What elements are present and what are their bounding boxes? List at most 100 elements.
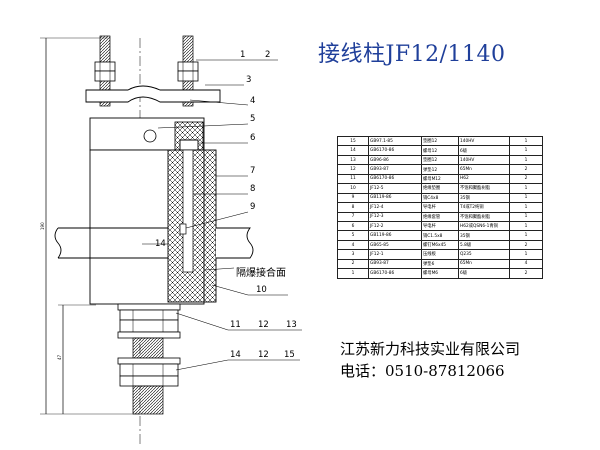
- table-cell: JF12-5: [368, 183, 422, 194]
- callout-13: 13: [286, 320, 297, 330]
- table-cell: GB6170-86: [368, 145, 422, 156]
- table-cell: 1: [509, 249, 543, 260]
- table-cell: 5: [337, 230, 369, 241]
- lower-length-label: 47: [57, 354, 62, 360]
- table-cell: 1: [509, 135, 543, 147]
- company-name: 江苏新力科技实业有限公司: [340, 340, 521, 358]
- table-cell: 2: [509, 173, 543, 185]
- callout-10: 10: [256, 285, 267, 295]
- callout-15: 15: [284, 350, 295, 360]
- table-cell: 14: [337, 145, 369, 156]
- table-cell: 不饱和聚酯树脂: [458, 211, 510, 222]
- table-cell: JF12-2: [368, 220, 422, 232]
- table-cell: 螺钉M6x45: [421, 239, 459, 251]
- table-cell: 垫圈12: [421, 154, 459, 166]
- table-cell: 1: [509, 154, 543, 166]
- callout-9: 9: [250, 202, 255, 212]
- table-cell: 35钢: [458, 230, 510, 241]
- table-cell: 4: [509, 258, 543, 270]
- table-cell: GB119-86: [368, 230, 422, 241]
- table-cell: 11: [337, 173, 369, 185]
- table-cell: 6级: [458, 145, 510, 156]
- flame-gap-dimension: 14: [142, 239, 168, 249]
- table-cell: 1: [509, 145, 543, 156]
- callout-4: 4: [250, 96, 255, 106]
- lower-length-dimension: 47: [57, 304, 96, 414]
- table-cell: GB6170-86: [368, 173, 422, 185]
- enclosure-wall: [54, 227, 254, 259]
- table-cell: GB96-86: [368, 154, 422, 166]
- table-cell: 10: [337, 183, 369, 194]
- table-cell: 2: [509, 239, 543, 251]
- table-cell: 5.8级: [458, 239, 510, 251]
- table-cell: 导电杆: [421, 202, 459, 213]
- table-cell: 螺母12: [421, 145, 459, 156]
- table-cell: 弹垫12: [421, 164, 459, 175]
- table-cell: 2: [509, 164, 543, 175]
- table-cell: 1: [509, 211, 543, 222]
- callout-11: 11: [230, 320, 241, 330]
- callout-numbers: 1 2 3 4 5 6 7 8 9 10 11 12 13 14 12 15 隔…: [230, 50, 297, 360]
- table-cell: JF12-1: [368, 249, 422, 260]
- callout-2: 2: [265, 50, 270, 60]
- callout-8: 8: [250, 184, 255, 194]
- conductor-rod: [182, 149, 194, 273]
- table-cell: JF12-3: [368, 211, 422, 222]
- table-cell: 1: [509, 230, 543, 241]
- table-cell: Q235: [458, 249, 510, 260]
- table-cell: T4或T2纯铜: [458, 202, 510, 213]
- flame-gap-label: 14: [155, 239, 166, 249]
- table-cell: 4: [337, 239, 369, 251]
- table-cell: 绝缘套管: [421, 211, 459, 222]
- table-cell: GB6170-86: [368, 268, 422, 279]
- drawing-title: 接线柱JF12/1140: [318, 42, 506, 67]
- table-cell: 140HV: [458, 135, 510, 147]
- table-cell: 2: [509, 268, 543, 279]
- table-cell: 1: [509, 192, 543, 204]
- table-cell: 压线板: [421, 249, 459, 260]
- locating-pin: [179, 223, 187, 235]
- table-cell: 不饱和聚酯树脂: [458, 183, 510, 194]
- callout-7: 7: [250, 166, 255, 176]
- callout-6: 6: [250, 133, 255, 143]
- company-phone: 电话：0510-87812066: [340, 362, 505, 380]
- lower-stud-assembly: [117, 303, 181, 415]
- table-cell: 弹垫6: [421, 258, 459, 270]
- table-cell: 140HV: [458, 154, 510, 166]
- left-stud: [94, 35, 116, 107]
- table-cell: 65Mn: [458, 258, 510, 270]
- table-cell: GB97.1-85: [368, 135, 422, 147]
- table-cell: 垫圈12: [421, 135, 459, 147]
- table-cell: GB65-85: [368, 239, 422, 251]
- table-cell: 螺母M6: [421, 268, 459, 279]
- pressing-plate: [85, 85, 221, 103]
- table-cell: GB93-87: [368, 164, 422, 175]
- table-cell: 65Mn: [458, 164, 510, 175]
- table-cell: GB93-87: [368, 258, 422, 270]
- callout-12a: 12: [258, 320, 269, 330]
- right-stud: [177, 35, 199, 107]
- table-cell: 7: [337, 211, 369, 222]
- table-cell: 销C1.5x8: [421, 230, 459, 241]
- table-cell: 15: [337, 135, 369, 147]
- table-cell: JF12-4: [368, 202, 422, 213]
- table-cell: 1: [509, 220, 543, 232]
- table-cell: 螺母M12: [421, 173, 459, 185]
- table-cell: H62或QSN6-1青铜: [458, 220, 510, 232]
- table-cell: 35钢: [458, 192, 510, 204]
- table-cell: 2: [337, 258, 369, 270]
- table-cell: GB119-86: [368, 192, 422, 204]
- pin-hole: [143, 129, 157, 143]
- callout-1: 1: [240, 50, 245, 60]
